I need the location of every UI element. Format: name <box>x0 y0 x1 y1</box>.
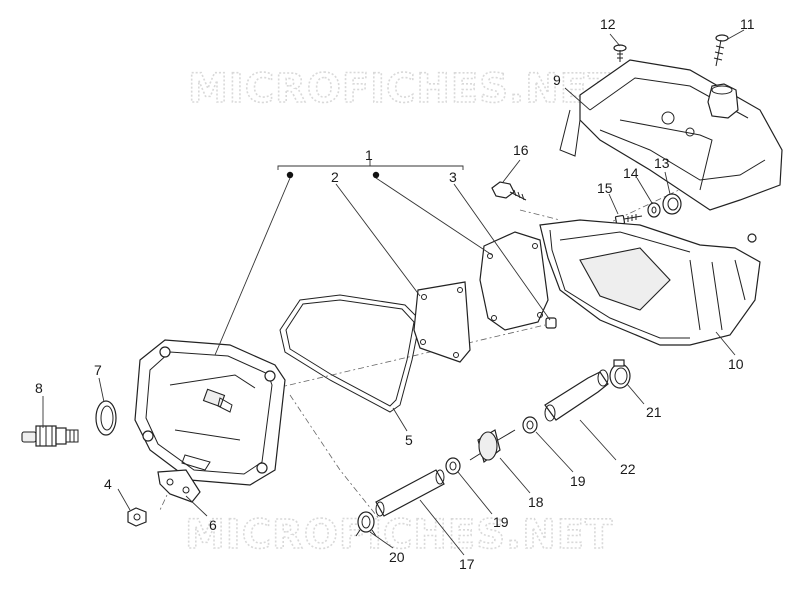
screw-15 <box>614 214 643 226</box>
spark-plug <box>21 425 79 447</box>
callout-1: 1 <box>365 147 373 163</box>
callout-20: 20 <box>389 549 405 565</box>
callout-4: 4 <box>104 476 112 492</box>
bolt <box>127 507 147 527</box>
callout-22: 22 <box>620 461 636 477</box>
o-ring <box>95 400 117 436</box>
hose-22 <box>544 369 609 422</box>
valve-cover <box>134 339 286 486</box>
bullet-dot <box>286 171 294 179</box>
callout-15: 15 <box>597 180 613 196</box>
hose-17 <box>375 469 445 517</box>
callout-19-left: 19 <box>493 514 509 530</box>
plate-3 <box>479 231 549 331</box>
small-screw <box>545 317 557 329</box>
hose-clamp-19-left <box>445 457 461 475</box>
screw-11 <box>713 34 729 67</box>
group-bracket-1 <box>277 160 464 179</box>
lower-housing <box>539 219 761 346</box>
upper-housing <box>559 59 783 211</box>
callout-13: 13 <box>654 155 670 171</box>
callout-9: 9 <box>553 72 561 88</box>
callout-17: 17 <box>459 556 475 572</box>
callout-14: 14 <box>623 165 639 181</box>
callout-5: 5 <box>405 432 413 448</box>
callout-19-right: 19 <box>570 473 586 489</box>
watermark-top: MICROFICHES.NET <box>188 66 616 112</box>
callout-7: 7 <box>94 362 102 378</box>
bullet-dot <box>372 171 380 179</box>
callout-12: 12 <box>600 16 616 32</box>
spring-clip <box>355 511 377 537</box>
callout-6: 6 <box>209 517 217 533</box>
plate-2 <box>413 281 471 363</box>
leader-lines <box>42 29 745 556</box>
screw-12 <box>613 44 627 62</box>
screw-nut <box>491 181 527 201</box>
check-valve <box>469 429 516 464</box>
callout-labels: 1 2 3 4 5 6 7 8 9 10 11 12 13 14 15 16 1… <box>35 16 755 572</box>
callout-21: 21 <box>646 404 662 420</box>
hose-clamp-21 <box>609 359 631 389</box>
callout-10: 10 <box>728 356 744 372</box>
watermark-bottom: MICROFICHES.NET <box>185 512 613 558</box>
cover-gasket <box>279 294 421 413</box>
callout-8: 8 <box>35 380 43 396</box>
grommet <box>662 193 682 215</box>
callout-11: 11 <box>740 16 755 32</box>
callout-18: 18 <box>528 494 544 510</box>
hose-clamp-19-right <box>522 416 538 434</box>
washer <box>647 202 661 218</box>
callout-16: 16 <box>513 142 529 158</box>
callout-2: 2 <box>331 169 339 185</box>
callout-3: 3 <box>449 169 457 185</box>
